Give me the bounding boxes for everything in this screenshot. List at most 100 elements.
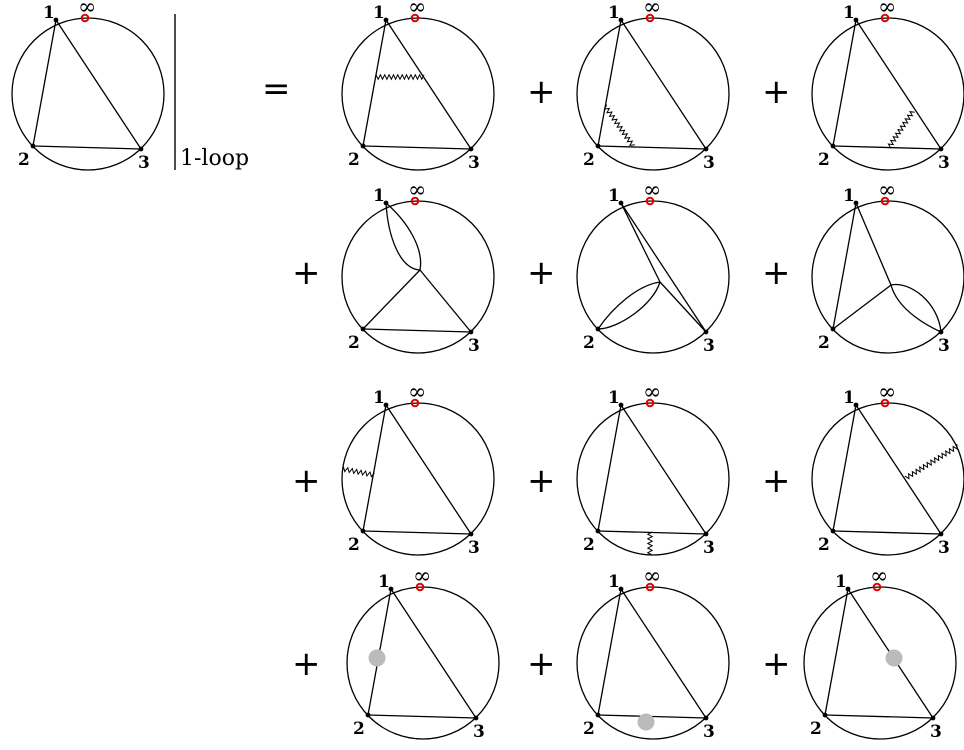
vertex-label-1: 1 (378, 572, 390, 592)
vertex-2-dot (365, 712, 371, 718)
vertex-label-1: 1 (608, 572, 620, 592)
vertex-label-1: 1 (835, 572, 847, 592)
infinity-marker (645, 196, 655, 206)
vertex-label-1: 1 (43, 3, 55, 23)
plus-sign: + (527, 72, 556, 112)
vertex-label-3: 3 (938, 153, 950, 173)
infinity-marker (645, 398, 655, 408)
infinity-marker (410, 196, 420, 206)
plus-sign: + (292, 253, 321, 293)
infinity-label: ∞ (408, 380, 426, 405)
vertex-label-2: 2 (353, 719, 365, 739)
plus-sign: + (762, 72, 791, 112)
vertex-1-dot (853, 17, 859, 23)
edge-13 (855, 19, 942, 150)
vertex-label-2: 2 (583, 150, 595, 170)
edge-13 (620, 588, 707, 719)
vertex-3-dot (703, 531, 709, 537)
self-energy-blob (637, 713, 655, 731)
edge-to-2 (362, 269, 421, 330)
vertex-label-2: 2 (818, 535, 830, 555)
vertex-1-dot (383, 402, 389, 408)
diagram-self-energy-on-12: 1 2 3 ∞ (346, 564, 500, 742)
vertex-label-1: 1 (373, 388, 385, 408)
vertex-label-1: 1 (608, 3, 620, 23)
edge-12 (832, 202, 857, 330)
vertex-label-1: 1 (608, 186, 620, 206)
self-energy-blob (885, 649, 903, 667)
edge-13 (620, 404, 707, 535)
vertex-label-1: 1 (373, 186, 385, 206)
infinity-label: ∞ (870, 564, 888, 589)
infinity-label: ∞ (643, 178, 661, 203)
plus-sign: + (292, 644, 321, 684)
infinity-label: ∞ (413, 564, 431, 589)
loop-bubble-top (597, 281, 661, 330)
edge-1-to-node (620, 202, 661, 283)
edge-12 (824, 588, 849, 716)
edge-23 (367, 714, 477, 719)
vertex-3-dot (138, 146, 144, 152)
vertex-1-dot (618, 402, 624, 408)
vertex-2-dot (830, 143, 836, 149)
vertex-label-1: 1 (843, 186, 855, 206)
vertex-2-dot (595, 143, 601, 149)
edge-13 (620, 202, 707, 333)
infinity-label: ∞ (878, 380, 896, 405)
edge-node-to-3 (659, 281, 707, 333)
edge-23 (824, 714, 934, 719)
edge-12 (597, 19, 622, 147)
edge-1-to-node (855, 202, 892, 286)
edge-13 (390, 588, 477, 719)
infinity-label: ∞ (408, 178, 426, 203)
vertex-2-dot (360, 143, 366, 149)
edge-13 (385, 404, 472, 535)
edge-12 (832, 404, 857, 532)
edge-12 (832, 19, 857, 147)
vertex-label-2: 2 (583, 535, 595, 555)
vertex-1-dot (618, 586, 624, 592)
vertex-label-2: 2 (810, 719, 822, 739)
infinity-marker (880, 13, 890, 23)
plus-sign: + (527, 644, 556, 684)
infinity-marker (410, 398, 420, 408)
infinity-marker (415, 582, 425, 592)
vertex-label-3: 3 (473, 722, 485, 742)
vertex-label-3: 3 (468, 336, 480, 356)
vertex-1-dot (383, 17, 389, 23)
infinity-label: ∞ (643, 380, 661, 405)
plus-sign: + (762, 644, 791, 684)
vertex-label-3: 3 (703, 722, 715, 742)
plus-sign: + (527, 253, 556, 293)
edge-13 (855, 404, 942, 535)
vertex-label-3: 3 (703, 153, 715, 173)
vertex-label-2: 2 (18, 150, 30, 170)
plus-sign: + (292, 461, 321, 501)
vertex-3-dot (468, 531, 474, 537)
loop-order-label: 1-loop (180, 146, 249, 171)
edge-to-3 (419, 269, 472, 333)
vertex-label-3: 3 (468, 153, 480, 173)
vertex-2-dot (30, 143, 36, 149)
wavy-propagator (887, 110, 915, 149)
vertex-label-2: 2 (583, 719, 595, 739)
vertex-label-3: 3 (938, 336, 950, 356)
wavy-propagator (603, 104, 635, 147)
vertex-1-dot (853, 402, 859, 408)
infinity-marker (80, 13, 90, 23)
loop-bubble-bottom (597, 281, 661, 330)
wavy-propagator (904, 444, 958, 480)
edge-13 (55, 19, 142, 150)
loop-bubble-right (385, 202, 422, 271)
vertex-2-dot (360, 528, 366, 534)
vertex-1-dot (388, 586, 394, 592)
vertex-label-2: 2 (348, 150, 360, 170)
